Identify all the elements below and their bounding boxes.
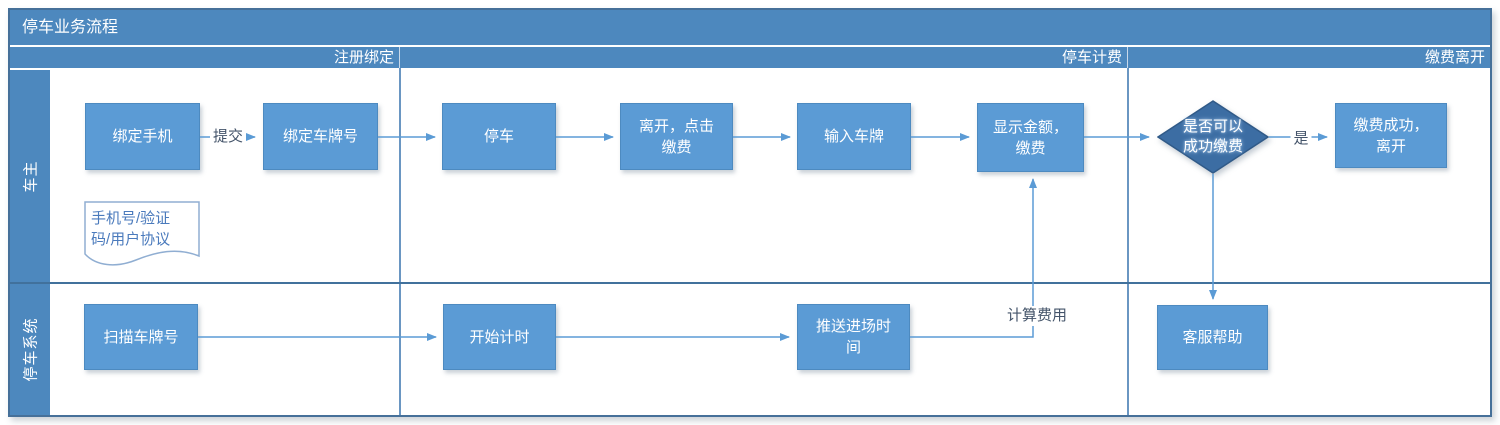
document-shape <box>84 201 200 266</box>
decision-text: 是否可以 成功缴费 <box>1182 118 1244 155</box>
lane-divider <box>10 282 1490 284</box>
node-show-amount: 显示金额， 缴费 <box>977 103 1084 172</box>
node-customer-service-help: 客服帮助 <box>1157 305 1268 370</box>
edge-label-submit: 提交 <box>209 127 247 147</box>
lane-car-owner-label: 车主 <box>22 159 40 193</box>
phase-parking-billing: 停车计费 <box>400 47 1128 68</box>
lane-header-column: 车主 停车系统 <box>10 70 50 415</box>
phase-pay-leave: 缴费离开 <box>1128 47 1490 68</box>
node-scan-plate: 扫描车牌号 <box>84 304 198 370</box>
node-agreement-document: 手机号/验证 码/用户协议 <box>84 201 200 271</box>
node-start-timer: 开始计时 <box>443 304 556 370</box>
node-pay-success-leave: 缴费成功， 离开 <box>1335 103 1447 168</box>
phase-divider-1 <box>399 68 401 415</box>
phase-divider-2 <box>1127 68 1129 415</box>
node-bind-phone: 绑定手机 <box>85 103 200 170</box>
node-leave-pay: 离开，点击 缴费 <box>620 103 733 170</box>
phase-header-row: 注册绑定 停车计费 缴费离开 <box>10 47 1490 68</box>
node-decision-payment-success: 是否可以 成功缴费 <box>1157 100 1269 174</box>
edge-label-calc-fee: 计算费用 <box>1003 306 1071 326</box>
node-park: 停车 <box>442 103 556 170</box>
lane-parking-system-label: 停车系统 <box>22 317 40 382</box>
node-bind-plate: 绑定车牌号 <box>263 103 378 170</box>
agreement-document-text: 手机号/验证 码/用户协议 <box>91 210 171 248</box>
lane-car-owner: 车主 <box>10 70 50 282</box>
node-push-entry-time: 推送进场时 间 <box>797 304 910 370</box>
diamond-shape <box>1157 100 1269 174</box>
lane-parking-system: 停车系统 <box>10 284 50 415</box>
edge-label-yes: 是 <box>1290 129 1312 149</box>
diagram-frame <box>8 8 1492 417</box>
phase-register-bind: 注册绑定 <box>10 47 400 68</box>
node-enter-plate: 输入车牌 <box>797 103 911 170</box>
diagram-title: 停车业务流程 <box>10 10 1490 45</box>
